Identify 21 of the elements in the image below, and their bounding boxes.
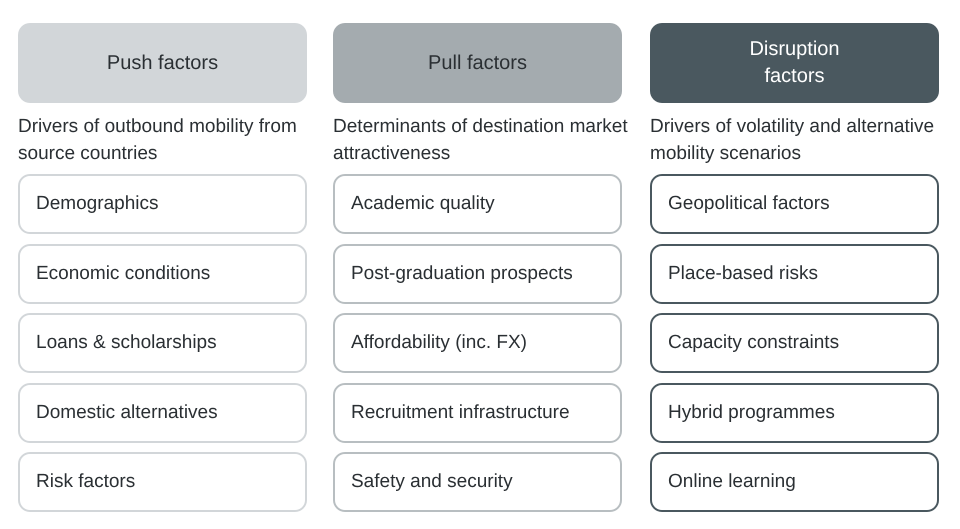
factor-box: Safety and security (333, 452, 622, 512)
factor-box: Domestic alternatives (18, 382, 307, 442)
factor-box: Place-based risks (650, 244, 939, 304)
factor-box: Economic conditions (18, 244, 307, 304)
column-description: Determinants of destination market attractiveness (333, 115, 629, 166)
column-description: Drivers of outbound mobility from source countries (18, 115, 298, 166)
column-description: Drivers of volatility and alternative mobility scenarios (650, 115, 936, 166)
factor-box: Risk factors (18, 452, 307, 512)
factor-box: Online learning (650, 452, 939, 512)
column-header: Push factors (18, 23, 307, 103)
factor-box: Post-graduation prospects (333, 244, 622, 304)
factor-box: Capacity constraints (650, 313, 939, 373)
factor-box: Academic quality (333, 174, 622, 234)
column-header: Disruption factors (650, 23, 939, 103)
factor-box: Demographics (18, 174, 307, 234)
factor-box: Geopolitical factors (650, 174, 939, 234)
factor-box: Affordability (inc. FX) (333, 313, 622, 373)
factor-box: Hybrid programmes (650, 382, 939, 442)
factor-box: Loans & scholarships (18, 313, 307, 373)
column-header: Pull factors (333, 23, 622, 103)
factor-box: Recruitment infrastructure (333, 382, 622, 442)
